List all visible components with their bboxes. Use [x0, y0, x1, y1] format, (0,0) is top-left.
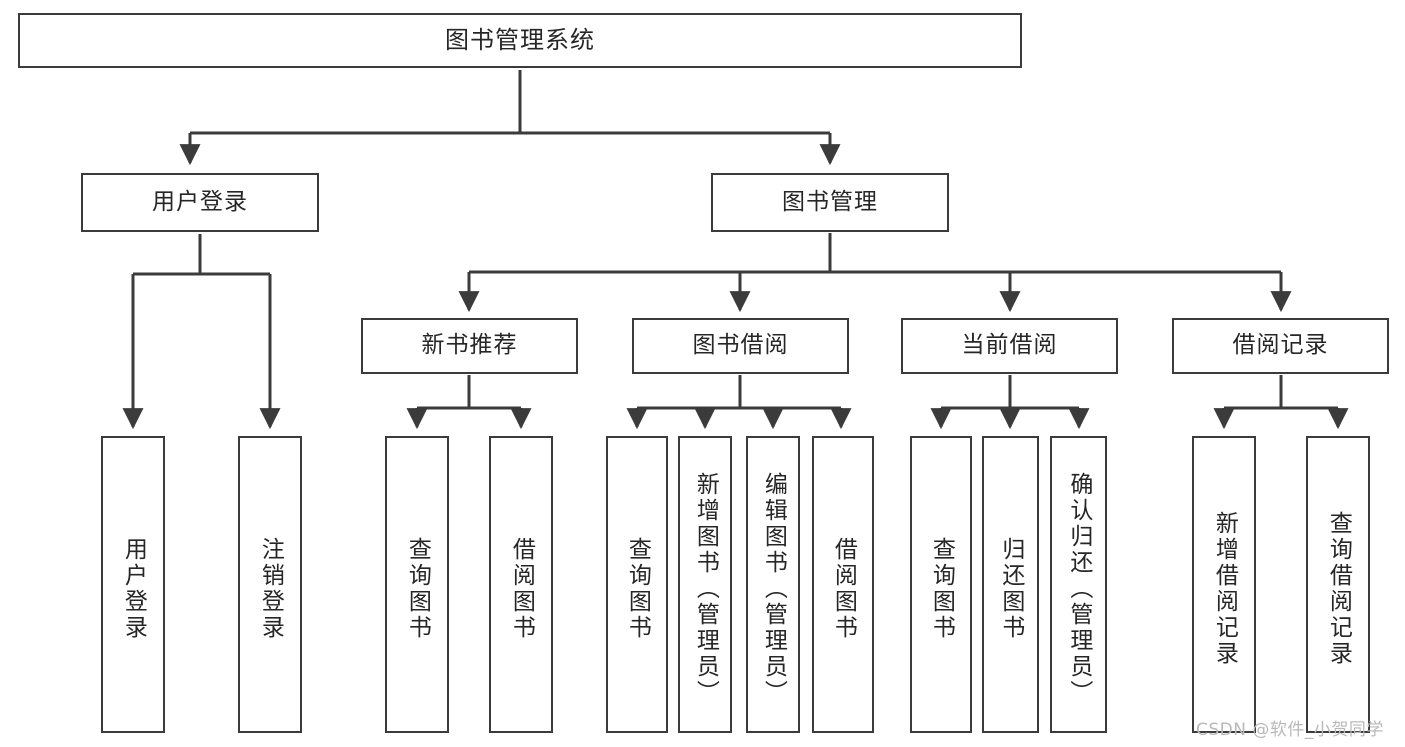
node-book-borrow-label: 图书借阅: [692, 332, 789, 359]
node-leaf-add-book-label: 新增图书（管理员）: [692, 471, 719, 706]
node-leaf-user-logout-label: 注销登录: [257, 536, 284, 641]
node-leaf-edit-book[interactable]: 编辑图书（管理员）: [746, 436, 800, 733]
node-leaf-borrow-book-1-label: 借阅图书: [508, 536, 535, 641]
node-leaf-user-login[interactable]: 用户登录: [101, 436, 165, 733]
node-book-manage-label: 图书管理: [782, 188, 878, 215]
node-leaf-user-login-label: 用户登录: [120, 536, 147, 641]
node-leaf-query-book-2[interactable]: 查询图书: [606, 436, 668, 733]
node-leaf-confirm-return-label: 确认归还（管理员）: [1065, 471, 1092, 706]
node-leaf-edit-book-label: 编辑图书（管理员）: [760, 471, 787, 706]
node-leaf-query-book-1[interactable]: 查询图书: [385, 436, 449, 733]
node-root-label: 图书管理系统: [445, 26, 595, 55]
node-leaf-user-logout[interactable]: 注销登录: [238, 436, 302, 733]
node-user-login[interactable]: 用户登录: [81, 173, 319, 232]
node-book-borrow[interactable]: 图书借阅: [632, 318, 849, 374]
node-leaf-add-record[interactable]: 新增借阅记录: [1192, 436, 1256, 733]
node-leaf-query-record-label: 查询借阅记录: [1325, 510, 1352, 667]
node-leaf-query-book-1-label: 查询图书: [404, 536, 431, 641]
csdn-watermark: CSDN @软件_小贺同学: [1196, 720, 1384, 740]
node-leaf-query-book-3-label: 查询图书: [928, 536, 955, 641]
node-current-borrow-label: 当前借阅: [961, 332, 1058, 359]
node-borrow-record-label: 借阅记录: [1232, 332, 1329, 359]
node-leaf-borrow-book-2-label: 借阅图书: [830, 536, 857, 641]
node-current-borrow[interactable]: 当前借阅: [901, 318, 1118, 374]
node-leaf-confirm-return[interactable]: 确认归还（管理员）: [1050, 436, 1107, 733]
node-new-book-recommend[interactable]: 新书推荐: [361, 318, 578, 374]
node-leaf-borrow-book-2[interactable]: 借阅图书: [812, 436, 874, 733]
node-leaf-query-book-2-label: 查询图书: [624, 536, 651, 641]
node-new-book-recommend-label: 新书推荐: [421, 332, 518, 359]
node-leaf-borrow-book-1[interactable]: 借阅图书: [489, 436, 553, 733]
node-borrow-record[interactable]: 借阅记录: [1172, 318, 1389, 374]
node-leaf-query-record[interactable]: 查询借阅记录: [1306, 436, 1370, 733]
node-leaf-add-book[interactable]: 新增图书（管理员）: [678, 436, 732, 733]
node-leaf-add-record-label: 新增借阅记录: [1211, 510, 1238, 667]
node-leaf-query-book-3[interactable]: 查询图书: [910, 436, 972, 733]
node-user-login-label: 用户登录: [152, 188, 248, 215]
node-book-manage[interactable]: 图书管理: [711, 173, 949, 232]
node-leaf-return-book[interactable]: 归还图书: [982, 436, 1039, 733]
node-leaf-return-book-label: 归还图书: [997, 536, 1024, 641]
node-root[interactable]: 图书管理系统: [18, 13, 1022, 68]
